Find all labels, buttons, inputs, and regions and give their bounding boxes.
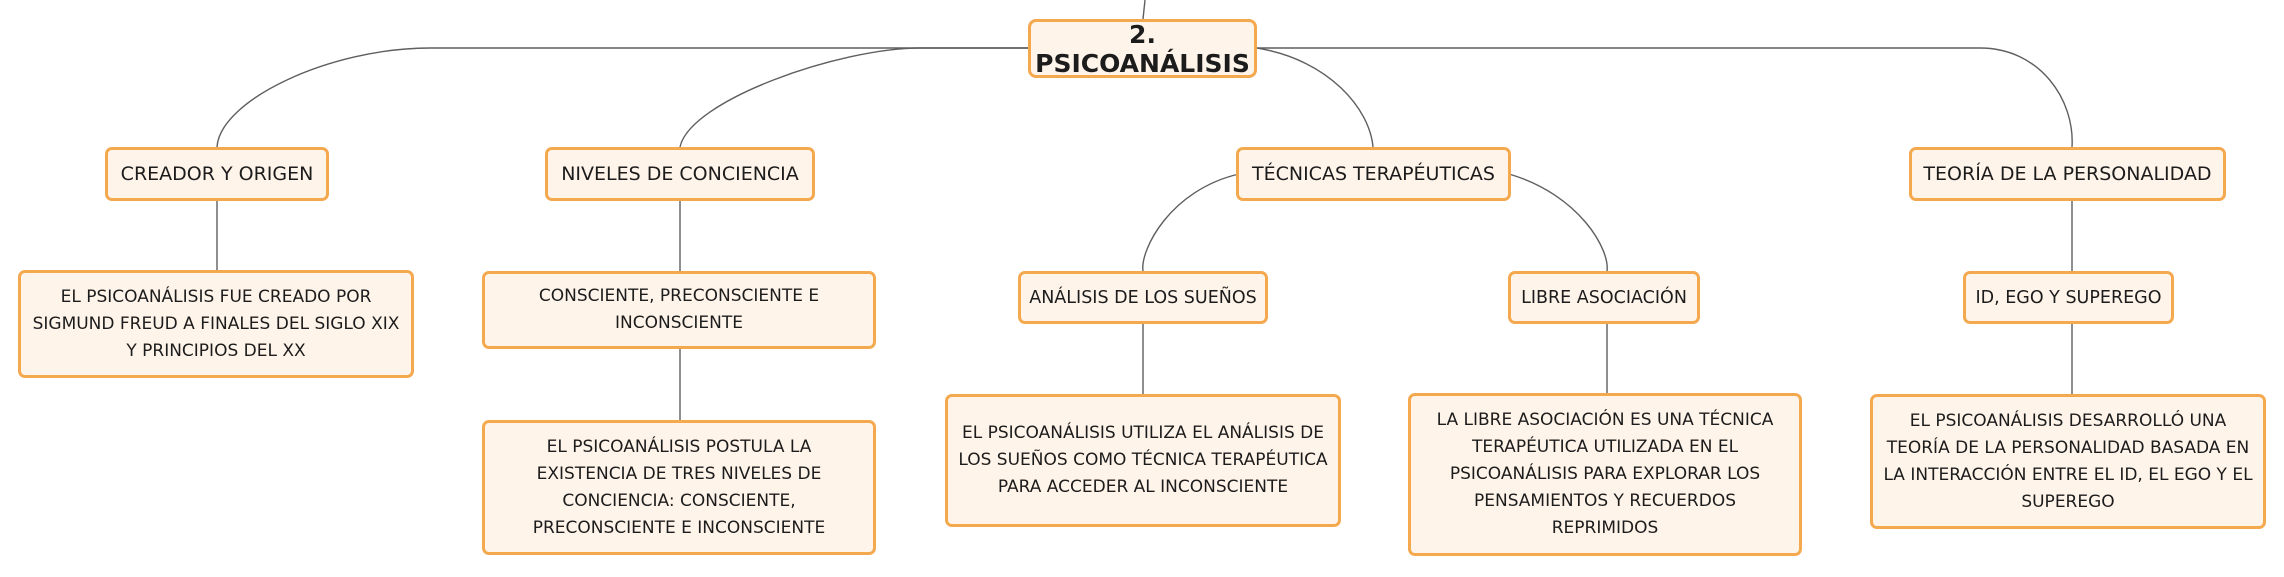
detail-niveles-de-conciencia[interactable]: EL PSICOANÁLISIS POSTULA LA EXISTENCIA D… — [482, 420, 876, 555]
connector-root-niveles — [679, 47, 1028, 148]
connector-root-creador — [216, 47, 1028, 148]
topic-teoria-de-la-personalidad[interactable]: TEORÍA DE LA PERSONALIDAD — [1909, 147, 2226, 201]
connector-tecnicas-libre — [1508, 173, 1608, 272]
detail-analisis-de-los-suenos[interactable]: EL PSICOANÁLISIS UTILIZA EL ANÁLISIS DE … — [945, 394, 1341, 527]
connector-root-teoria — [1257, 47, 2073, 148]
connector-top-stub — [1142, 0, 1146, 20]
root-node[interactable]: 2. PSICOANÁLISIS — [1028, 19, 1257, 78]
subtopic-id-ego-superego[interactable]: ID, EGO Y SUPEREGO — [1963, 271, 2174, 324]
connector-root-tecnicas — [1256, 47, 1374, 148]
subtopic-analisis-de-los-suenos[interactable]: ANÁLISIS DE LOS SUEÑOS — [1018, 271, 1268, 324]
detail-creador-y-origen[interactable]: EL PSICOANÁLISIS FUE CREADO POR SIGMUND … — [18, 270, 414, 378]
subtopic-consciente-preconsciente[interactable]: CONSCIENTE, PRECONSCIENTE E INCONSCIENTE — [482, 271, 876, 349]
connector-tecnicas-suenos — [1142, 173, 1240, 272]
topic-creador-y-origen[interactable]: CREADOR Y ORIGEN — [105, 147, 329, 201]
topic-tecnicas-terapeuticas[interactable]: TÉCNICAS TERAPÉUTICAS — [1236, 147, 1511, 201]
subtopic-libre-asociacion[interactable]: LIBRE ASOCIACIÓN — [1508, 271, 1700, 324]
detail-teoria-de-la-personalidad[interactable]: EL PSICOANÁLISIS DESARROLLÓ UNA TEORÍA D… — [1870, 394, 2266, 529]
detail-libre-asociacion[interactable]: LA LIBRE ASOCIACIÓN ES UNA TÉCNICA TERAP… — [1408, 393, 1802, 556]
topic-niveles-de-conciencia[interactable]: NIVELES DE CONCIENCIA — [545, 147, 815, 201]
